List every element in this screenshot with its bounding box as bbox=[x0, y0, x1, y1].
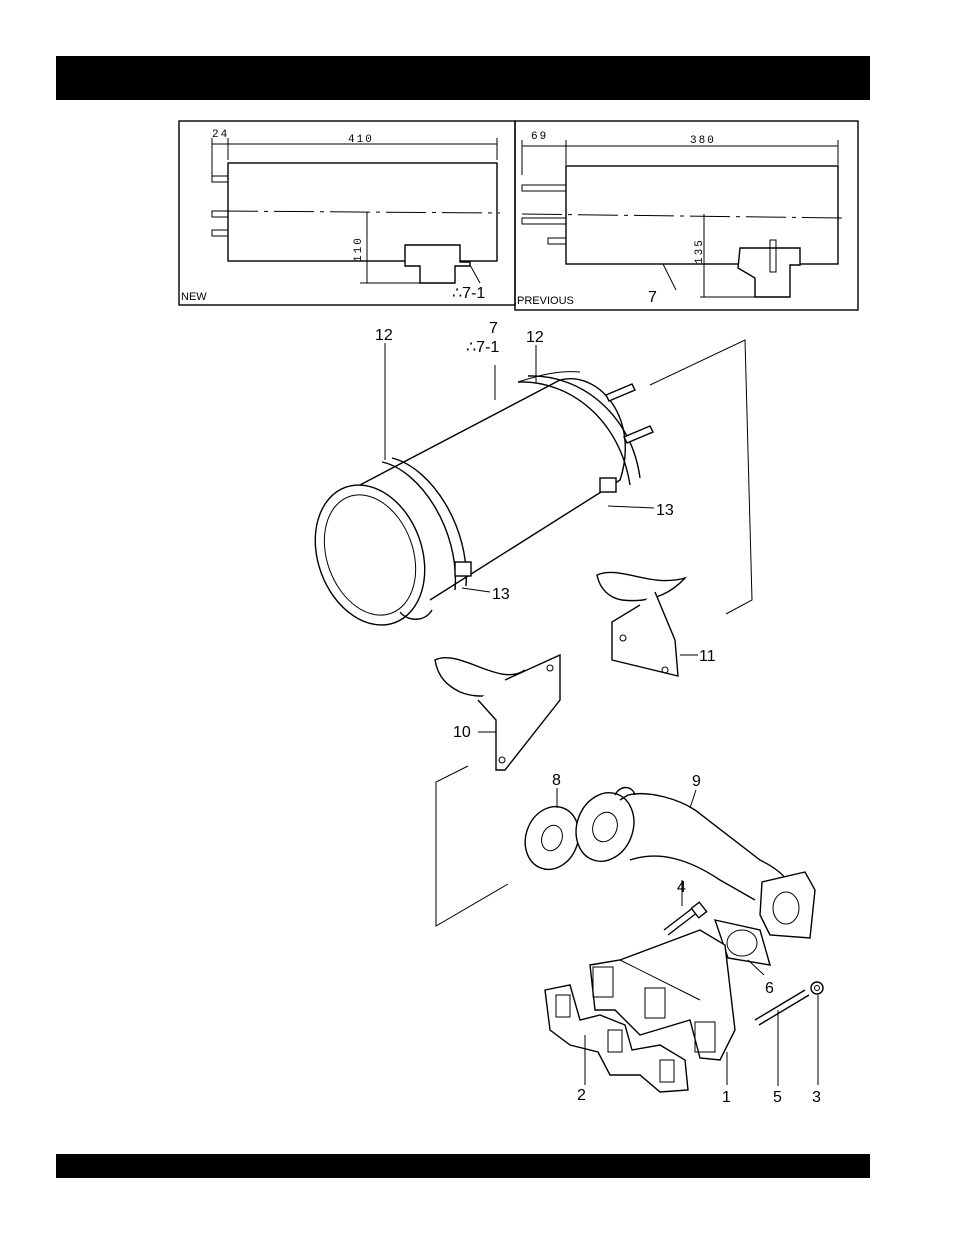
callout-1-manifold: 1 bbox=[722, 1089, 731, 1106]
callout-13-rear-bolt: 13 bbox=[656, 502, 674, 519]
part-ref-previous: 7 bbox=[648, 289, 657, 306]
muffler-assembly bbox=[297, 343, 654, 640]
band-clamp-rear bbox=[600, 478, 616, 492]
band-clamp-front bbox=[455, 562, 471, 576]
caption-new: NEW bbox=[181, 291, 207, 303]
callout-10-bracket: 10 bbox=[453, 724, 471, 741]
bracket-10 bbox=[435, 655, 560, 770]
callout-8-gasket: 8 bbox=[552, 772, 561, 789]
callout-4-bolt: 4 bbox=[677, 879, 686, 896]
reference-line-lower bbox=[436, 766, 508, 926]
stud-5 bbox=[755, 990, 809, 1086]
callout-2-gasket: 2 bbox=[577, 1087, 586, 1104]
dim-offset-previous: 69 bbox=[531, 131, 548, 143]
callout-12-front-band: 12 bbox=[375, 327, 393, 344]
inset-new: 24 410 110 ∴7-1 NEW bbox=[179, 121, 515, 305]
dim-height-new: 110 bbox=[353, 236, 365, 262]
callout-3-nut: 3 bbox=[812, 1089, 821, 1106]
stud-lower bbox=[624, 426, 653, 443]
callout-7-muffler: 7 bbox=[489, 320, 498, 337]
callout-13-front-bolt: 13 bbox=[492, 586, 510, 603]
dim-length-new: 410 bbox=[348, 134, 374, 146]
callout-5-stud: 5 bbox=[773, 1089, 782, 1106]
dim-offset-new: 24 bbox=[212, 129, 229, 141]
part-ref-new: ∴7-1 bbox=[452, 285, 485, 302]
caption-previous: PREVIOUS bbox=[517, 295, 574, 307]
dim-length-previous: 380 bbox=[690, 135, 716, 147]
stud-upper bbox=[606, 384, 635, 401]
callout-7-1-new-muffler: ∴7-1 bbox=[466, 339, 499, 356]
callout-9-pipe: 9 bbox=[692, 773, 701, 790]
exhaust-pipe-9 bbox=[567, 785, 815, 938]
inset-previous: 69 380 135 7 PREVIOUS bbox=[515, 121, 858, 310]
nut-3 bbox=[811, 982, 823, 1085]
bracket-11 bbox=[597, 572, 698, 676]
muffler-end-cap bbox=[297, 470, 444, 641]
callout-11-bracket: 11 bbox=[699, 648, 716, 665]
reference-line-upper bbox=[650, 340, 752, 614]
dim-height-previous: 135 bbox=[694, 238, 706, 264]
callout-6-gasket: 6 bbox=[765, 980, 774, 997]
callout-12-rear-band: 12 bbox=[526, 329, 544, 346]
